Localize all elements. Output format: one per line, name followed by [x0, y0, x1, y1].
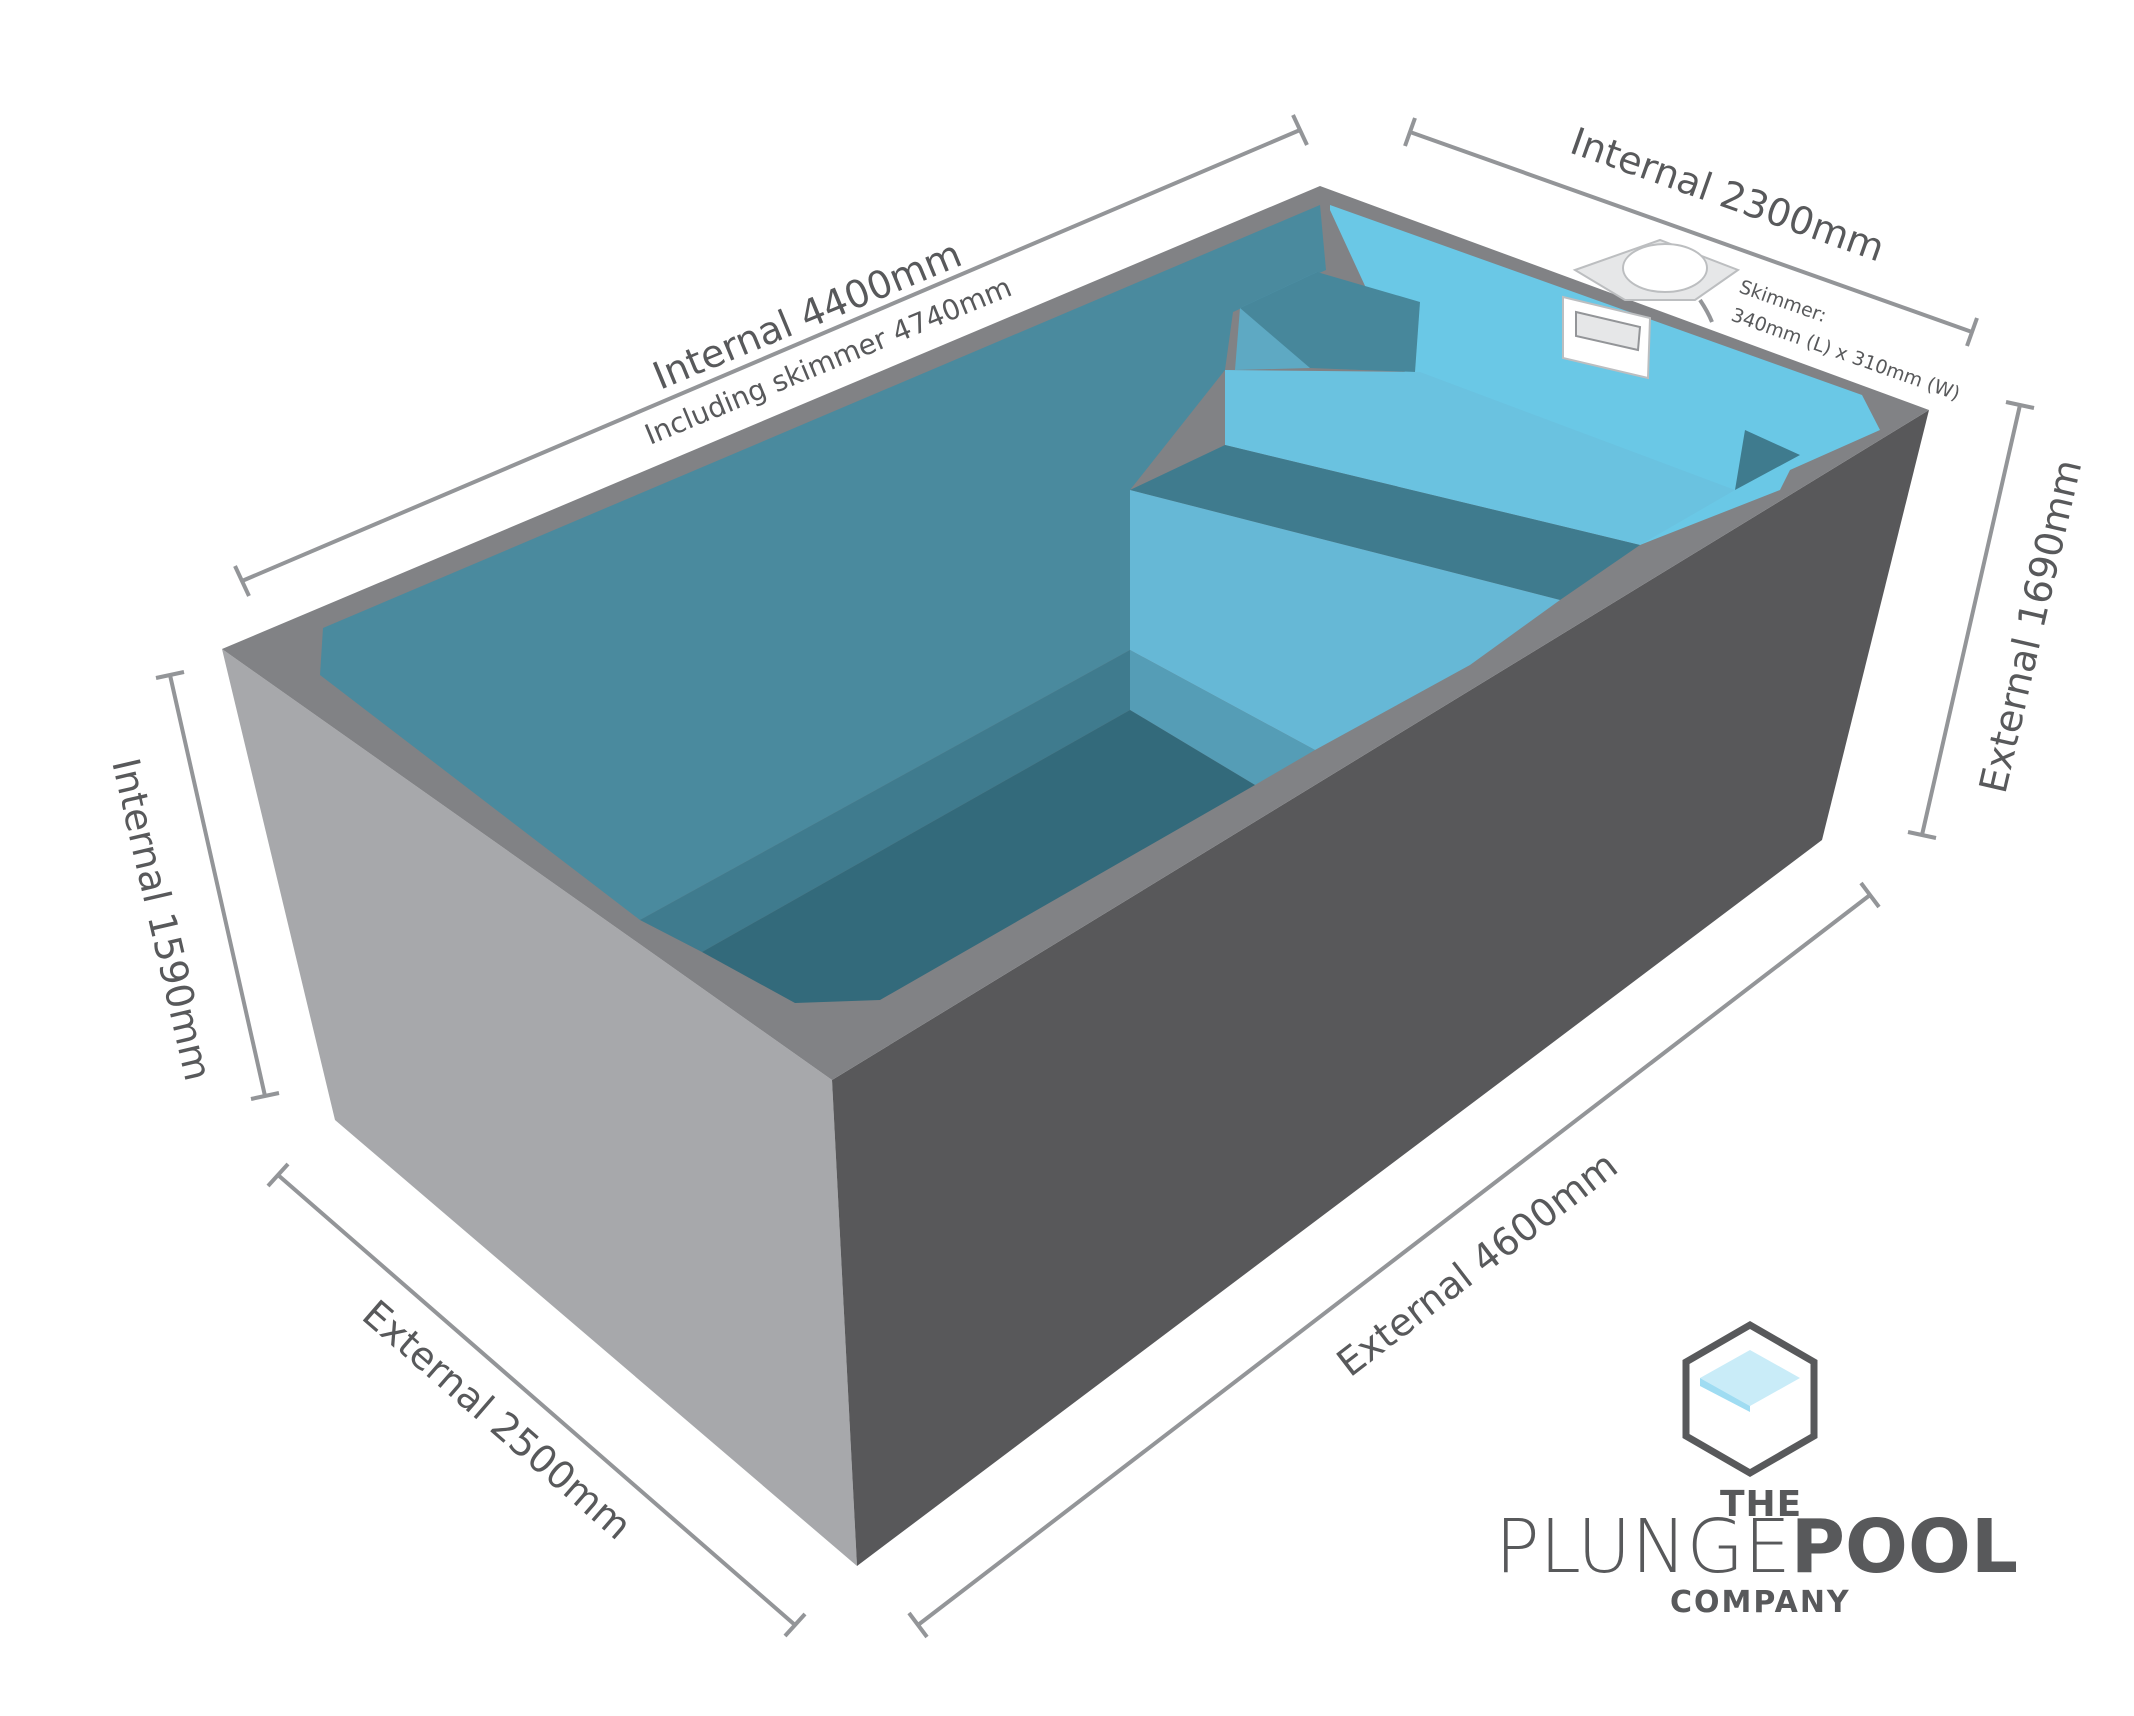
label-external-length: External 4600mm — [1329, 1143, 1626, 1385]
step-lower-face — [1130, 490, 1560, 750]
company-logo: THE PLUNGEPOOL COMPANY — [1495, 1320, 2018, 1620]
skimmer-slot — [1575, 310, 1642, 352]
dim-external-length — [907, 881, 1881, 1639]
dim-internal-depth — [155, 670, 280, 1101]
dim-internal-width — [1403, 117, 1979, 347]
step-middle-face — [1225, 370, 1735, 545]
pool-corner-triangle — [1735, 430, 1800, 490]
pool-channel-slope — [640, 650, 1130, 952]
logo-plunge: PLUNGE — [1495, 1504, 1791, 1590]
skimmer-lid-circle — [1622, 243, 1708, 293]
dim-internal-length — [233, 114, 1309, 597]
logo-the: THE — [1720, 1484, 1802, 1525]
step-middle-top — [1130, 445, 1640, 600]
label-external-height: External 1690mm — [1971, 455, 2090, 797]
step-upper-top — [1240, 272, 1420, 372]
logo-wordmark: PLUNGEPOOL — [1495, 1504, 2018, 1590]
logo-company: COMPANY — [1670, 1585, 1851, 1620]
dim-external-height — [1907, 400, 2035, 840]
logo-pool: POOL — [1791, 1504, 2018, 1590]
logo-water-icon-shade — [1700, 1378, 1750, 1412]
dim-external-width — [266, 1162, 807, 1638]
label-internal-width: Internal 2300mm — [1565, 119, 1890, 270]
pool-front-wall — [832, 410, 1929, 1566]
pool-back-wall — [320, 205, 1326, 920]
pool-left-wall — [222, 649, 857, 1566]
pool-floor — [702, 710, 1255, 1003]
label-internal-depth: Internal 1590mm — [103, 754, 220, 1085]
step-lower-top — [1130, 650, 1315, 785]
skimmer-leader-line — [1698, 298, 1714, 323]
